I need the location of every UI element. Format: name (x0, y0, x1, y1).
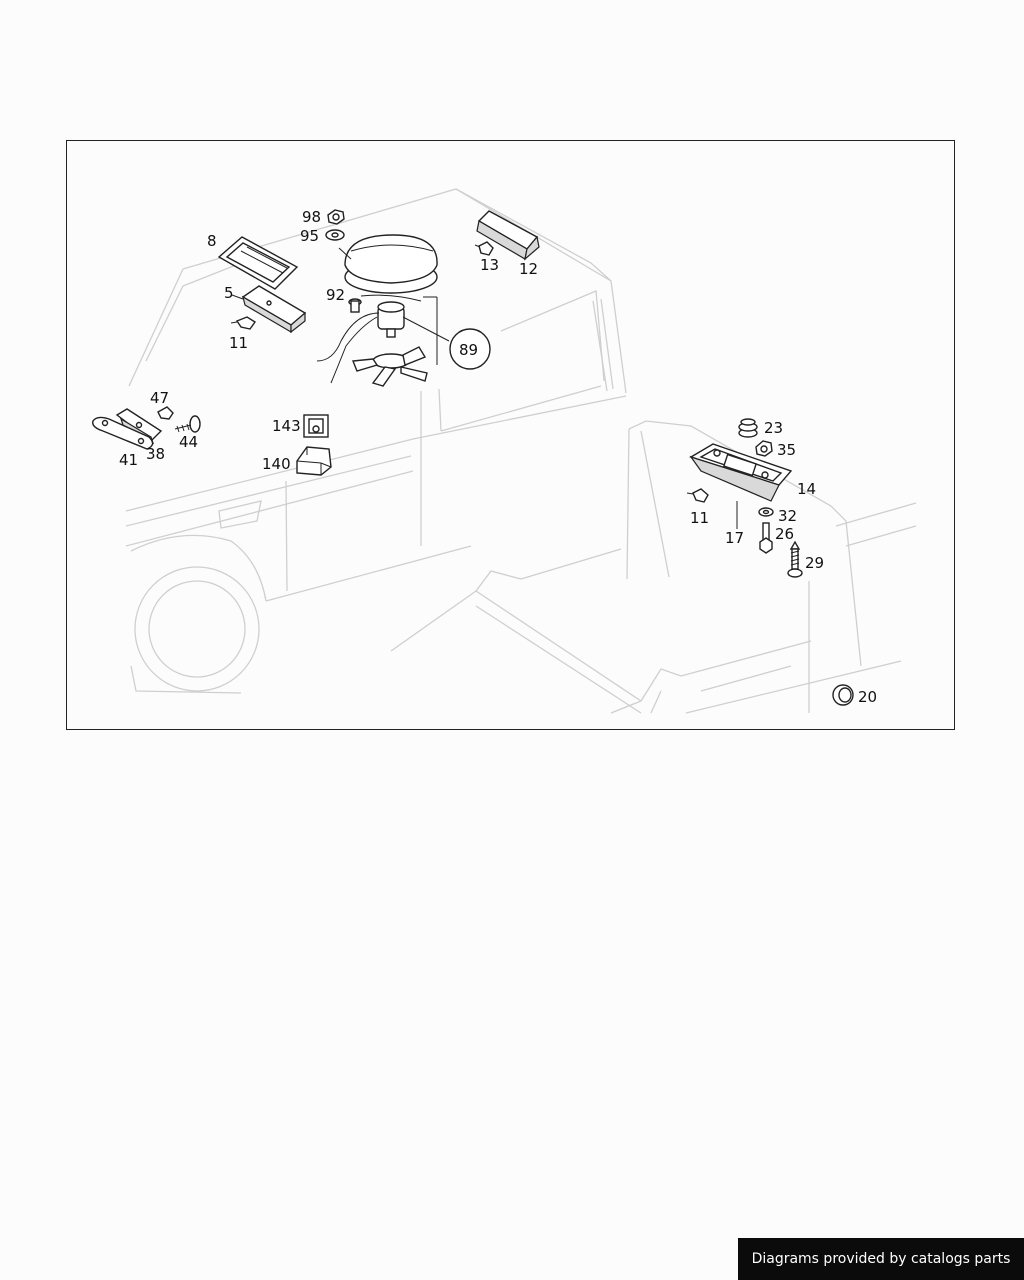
part-label-143: 143 (272, 417, 301, 435)
part-label-29: 29 (805, 554, 824, 572)
part-label-14: 14 (797, 480, 816, 498)
bolt-icon (348, 298, 362, 313)
callout-circle (402, 296, 491, 370)
grommet-icon (738, 418, 758, 438)
interior-lamp-icon (241, 285, 307, 334)
bulb-icon (474, 241, 494, 256)
vehicle-outline (125, 188, 917, 714)
part-label-13: 13 (480, 256, 499, 274)
part-label-11-left: 11 (229, 334, 248, 352)
credit-banner: Diagrams provided by catalogs parts (738, 1238, 1024, 1280)
part-label-47: 47 (150, 389, 169, 407)
nut-icon (327, 209, 345, 225)
part-labels: 98 95 8 5 11 92 13 12 89 47 44 41 38 143… (119, 208, 877, 706)
bulb-icon (157, 406, 174, 420)
fan-blade-icon (352, 346, 428, 387)
credit-text: Diagrams provided by catalogs parts (751, 1251, 1011, 1267)
lamp-housing-icon (689, 443, 793, 502)
part-label-95: 95 (300, 227, 319, 245)
part-label-11-right: 11 (690, 509, 709, 527)
part-label-89: 89 (459, 341, 478, 359)
nut-icon (755, 440, 773, 457)
part-label-98: 98 (302, 208, 321, 226)
parts-diagram: 98 95 8 5 11 92 13 12 89 47 44 41 38 143… (66, 140, 955, 730)
lamp-lens-icon (217, 236, 299, 290)
switch-icon (303, 414, 329, 438)
part-label-44: 44 (179, 433, 198, 451)
roof-lamp-icon (476, 210, 540, 261)
part-label-140: 140 (262, 455, 291, 473)
part-label-38: 38 (146, 445, 165, 463)
bulb-icon (686, 488, 709, 503)
part-label-92: 92 (326, 286, 345, 304)
washer-icon (758, 507, 774, 517)
fan-motor-icon (316, 294, 422, 384)
part-label-32: 32 (778, 507, 797, 525)
screw-icon (787, 540, 803, 578)
washer-icon (325, 229, 345, 241)
bulb-icon (230, 316, 257, 330)
screw-icon (174, 415, 201, 433)
part-label-35: 35 (777, 441, 796, 459)
part-label-26: 26 (775, 525, 794, 543)
gasket-icon (92, 416, 154, 450)
vent-cover-icon (344, 234, 438, 294)
part-label-8: 8 (207, 232, 217, 250)
part-label-20: 20 (858, 688, 877, 706)
part-label-23: 23 (764, 419, 783, 437)
bolt-icon (759, 522, 773, 554)
switch-housing-icon (296, 446, 332, 476)
part-label-5: 5 (224, 284, 234, 302)
part-label-41: 41 (119, 451, 138, 469)
part-label-17: 17 (725, 529, 744, 547)
part-label-12: 12 (519, 260, 538, 278)
grommet-icon (832, 684, 854, 706)
